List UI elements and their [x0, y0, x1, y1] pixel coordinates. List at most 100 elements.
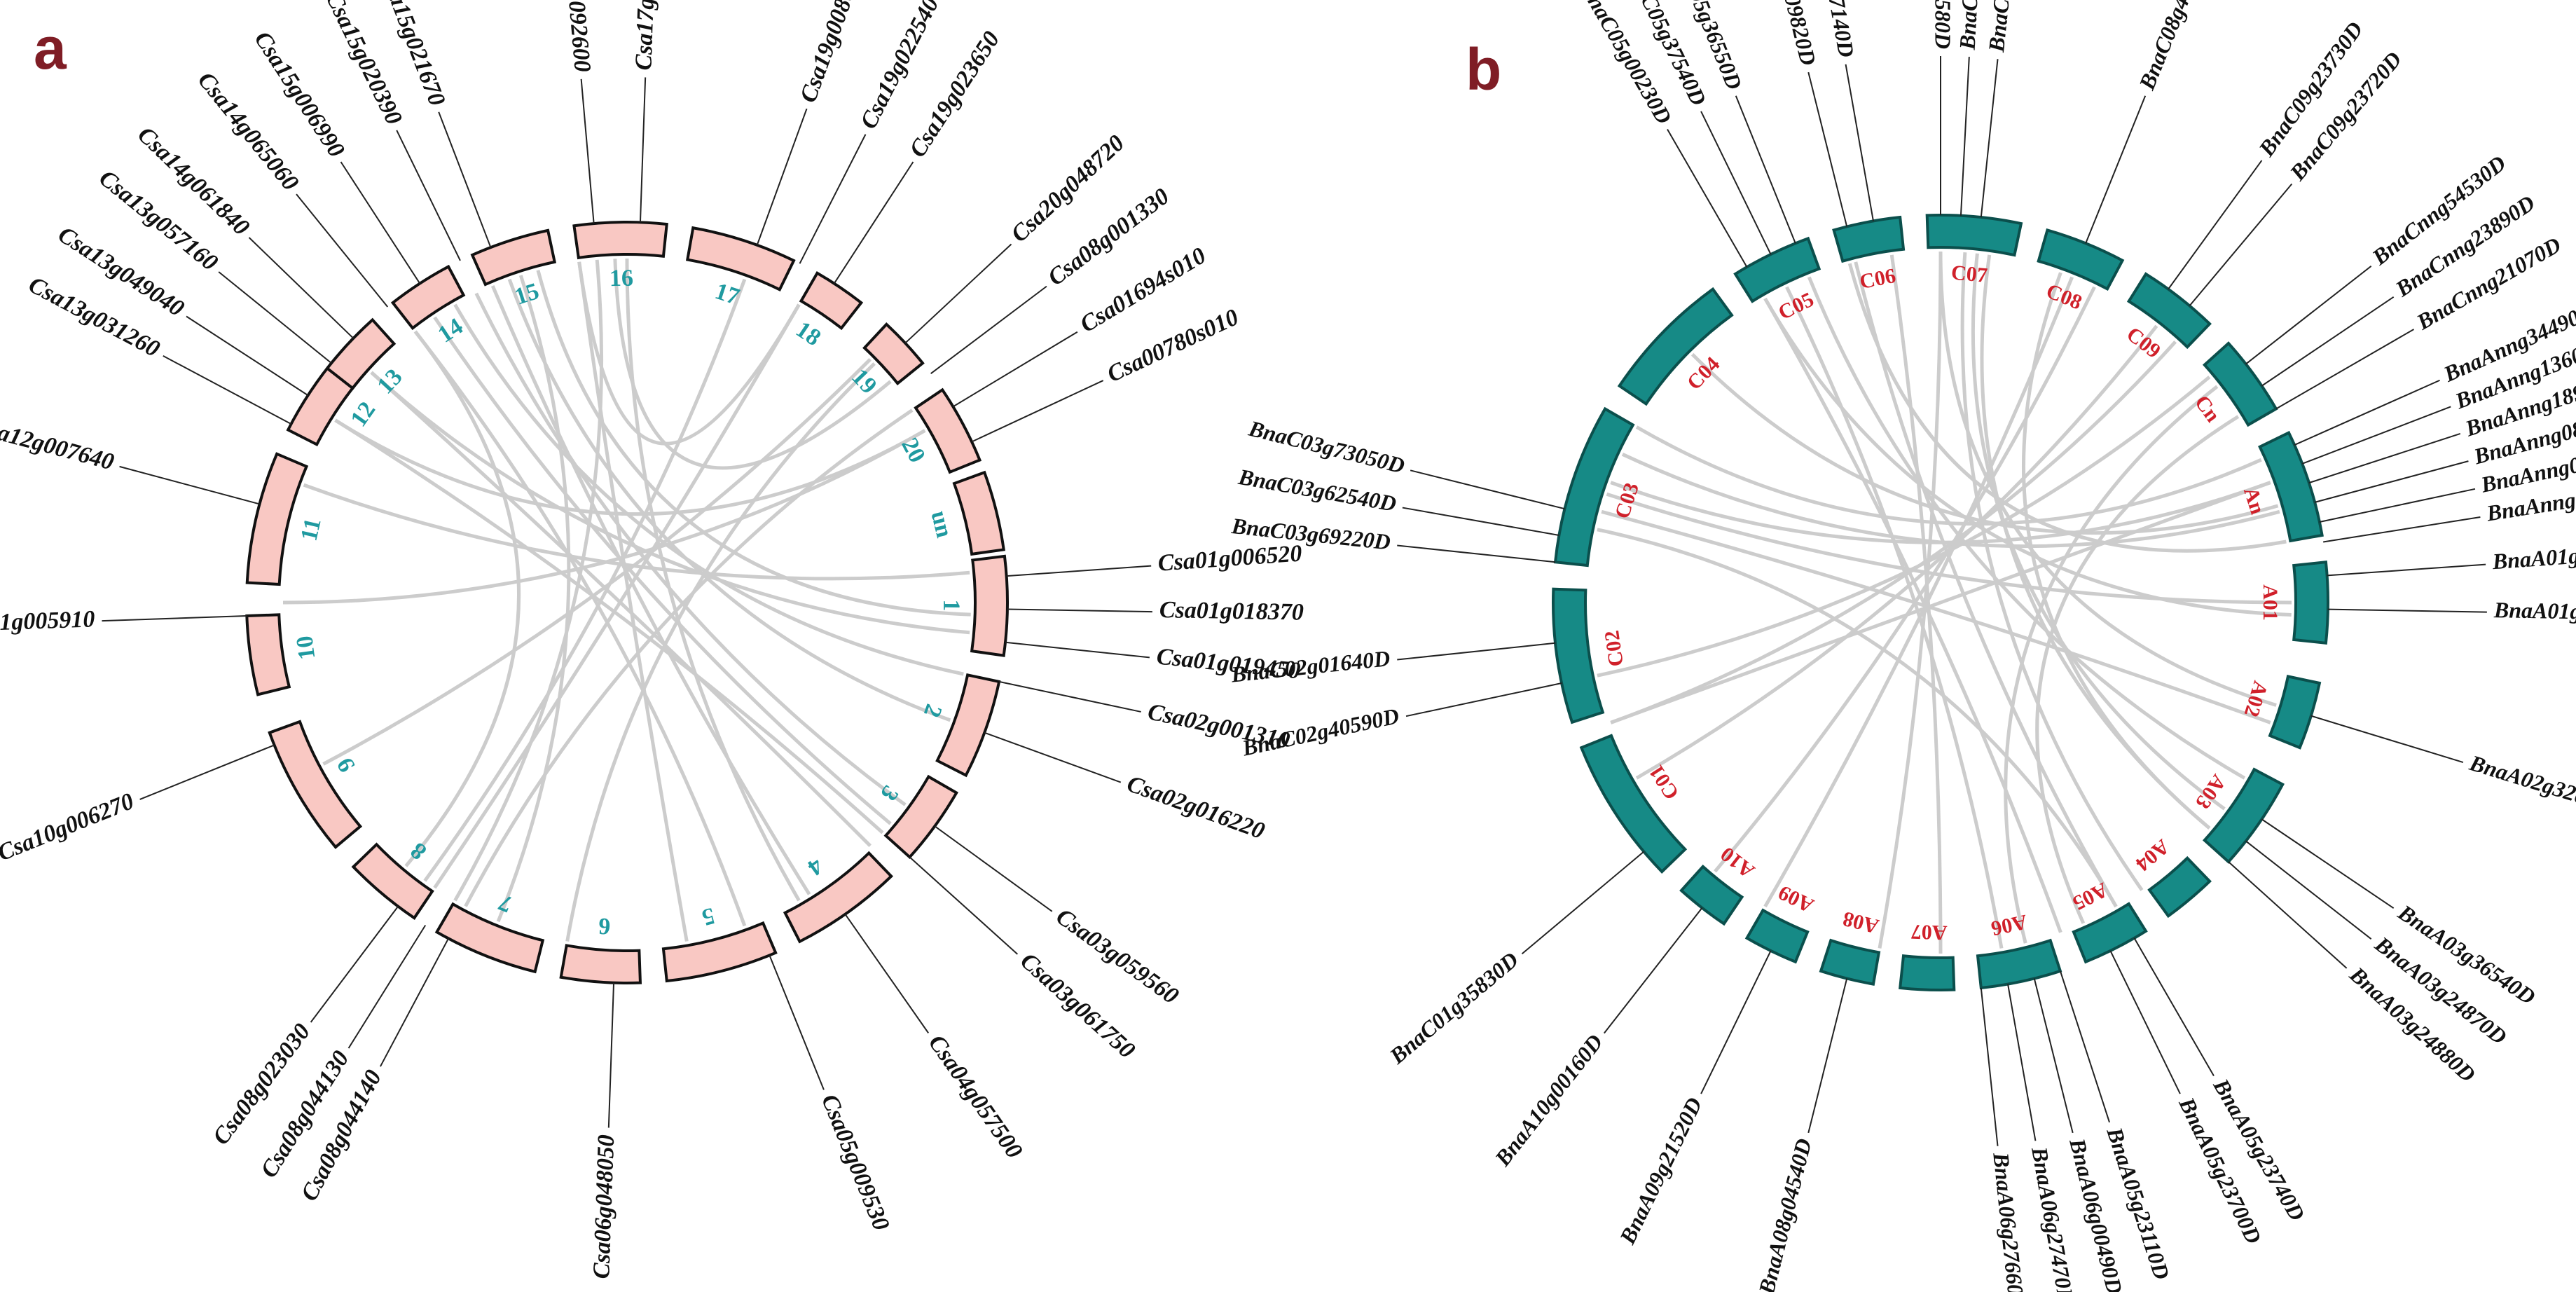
chromosome-label: 10 [291, 634, 320, 661]
chromosome-label: A09 [1775, 881, 1817, 917]
chromosome-A02 [2268, 675, 2322, 750]
chromosome-label: An [2239, 484, 2269, 517]
chromosome-A04 [2147, 855, 2212, 919]
synteny-link [1690, 352, 2279, 535]
panel-b-circos-plot: A01A02A03A04A05A06A07A08A09A10C01C02C03C… [1230, 0, 2576, 1292]
gene-leader-line [580, 78, 595, 224]
gene-label: BnaC02g40590D [1239, 703, 1401, 761]
gene-leader-line [2327, 608, 2487, 613]
chromosome-C01 [1579, 734, 1688, 874]
gene-label: Csa01g006520 [1157, 540, 1303, 576]
synteny-link [1610, 341, 2177, 724]
synteny-link [490, 285, 811, 895]
synteny-link [2035, 415, 2240, 924]
panel-a-label: a [34, 15, 67, 81]
gene-leader-line [2310, 715, 2464, 764]
gene-label: Csa05g009530 [816, 1091, 894, 1235]
synteny-link [1847, 263, 2287, 553]
gene-leader-line [930, 285, 1047, 375]
gene-label: Csa01g018370 [1159, 597, 1304, 626]
chromosome-20 [914, 387, 982, 474]
chromosome-C07 [1925, 214, 2023, 257]
chromosome-C06 [1832, 215, 1906, 263]
gene-leader-line [2228, 861, 2348, 969]
gene-leader-line [347, 924, 427, 1049]
chromosome-A05 [2072, 902, 2148, 964]
chromosome-A07 [1899, 954, 1956, 991]
gene-leader-line [2245, 840, 2372, 940]
gene-leader-line [438, 111, 492, 248]
gene-leader-line [163, 355, 292, 425]
gene-leader-line [2301, 406, 2451, 465]
chromosome-label: A01 [2259, 584, 2282, 621]
chromosome-17 [685, 226, 796, 291]
chromosome-C05 [1733, 236, 1821, 303]
synteny-link [1938, 251, 2277, 707]
chromosome-4 [783, 851, 894, 944]
synteny-link [413, 330, 747, 927]
chromosome-8 [351, 842, 434, 920]
synteny-link [1601, 509, 2271, 724]
gene-leader-line [844, 914, 930, 1033]
chromosome-label: un [925, 508, 957, 540]
chromosome-label: A03 [2191, 770, 2231, 813]
chromosome-label: 20 [896, 434, 930, 467]
synteny-links [1597, 251, 2292, 954]
chromosome-label: 7 [495, 889, 516, 918]
gene-leader-line [833, 161, 914, 284]
synteny-link [496, 275, 571, 923]
gene-leader-line [971, 380, 1104, 443]
chromosome-19 [862, 322, 925, 386]
chromosome-label: 17 [712, 278, 743, 310]
gene-leader-line [218, 271, 332, 364]
gene-leader-line [139, 744, 275, 800]
chromosome-3 [883, 774, 958, 860]
gene-leader-line [2085, 95, 2147, 244]
gene-label: Csa17g092600 [557, 0, 595, 73]
chromosome-label: 16 [609, 266, 634, 292]
synteny-link [1854, 261, 2118, 908]
gene-label: BnaA09g21520D [1614, 1094, 1707, 1249]
chromosome-16 [572, 221, 668, 260]
gene-leader-line [340, 161, 421, 284]
gene-label: BnaA02g32010D [2466, 750, 2576, 820]
gene-leader-line [2059, 970, 2110, 1123]
panel-b-label: b [1466, 36, 1501, 102]
gene-leader-line [2109, 950, 2181, 1094]
gene-leader-line [2168, 160, 2263, 290]
gene-leader-line [2133, 937, 2215, 1076]
gene-label: Csa12g007640 [0, 413, 116, 476]
gene-leader-line [2319, 488, 2476, 523]
chromosome-9 [268, 720, 363, 849]
gene-leader-line [2033, 978, 2074, 1134]
gene-leader-line [1845, 64, 1874, 221]
chromosome-C04 [1617, 287, 1734, 406]
chromosome-label: C03 [1611, 480, 1644, 521]
gene-label: BnaC08g46860D [2133, 0, 2217, 94]
synteny-link [1606, 492, 2292, 605]
gene-label: BnaA08g04540D [1754, 1136, 1817, 1292]
synteny-link [1878, 251, 1943, 949]
chromosome-13 [325, 317, 397, 390]
synteny-link [625, 258, 801, 902]
gene-leader-line [1006, 565, 1152, 577]
gene-leader-line [296, 193, 389, 308]
synteny-link [1610, 481, 2271, 724]
chromosome-label: A05 [2069, 878, 2112, 915]
chromosome-C02 [1552, 587, 1605, 724]
chromosome-11 [245, 452, 309, 586]
gene-leader-line [984, 731, 1122, 783]
synteny-link [453, 259, 604, 902]
gene-leader-line [2007, 984, 2037, 1141]
synteny-link [453, 303, 964, 676]
gene-label: BnaC07g29390D [1955, 0, 1988, 51]
chromosome-7 [434, 902, 545, 974]
synteny-link [404, 330, 521, 867]
synteny-link [577, 261, 801, 446]
gene-label: BnaC06g09820D [1758, 0, 1821, 68]
chromosome-label: A07 [1910, 920, 1948, 944]
gene-label: BnaC02g01640D [1230, 645, 1391, 687]
synteny-link [1635, 324, 2158, 780]
synteny-link [1807, 276, 2246, 780]
